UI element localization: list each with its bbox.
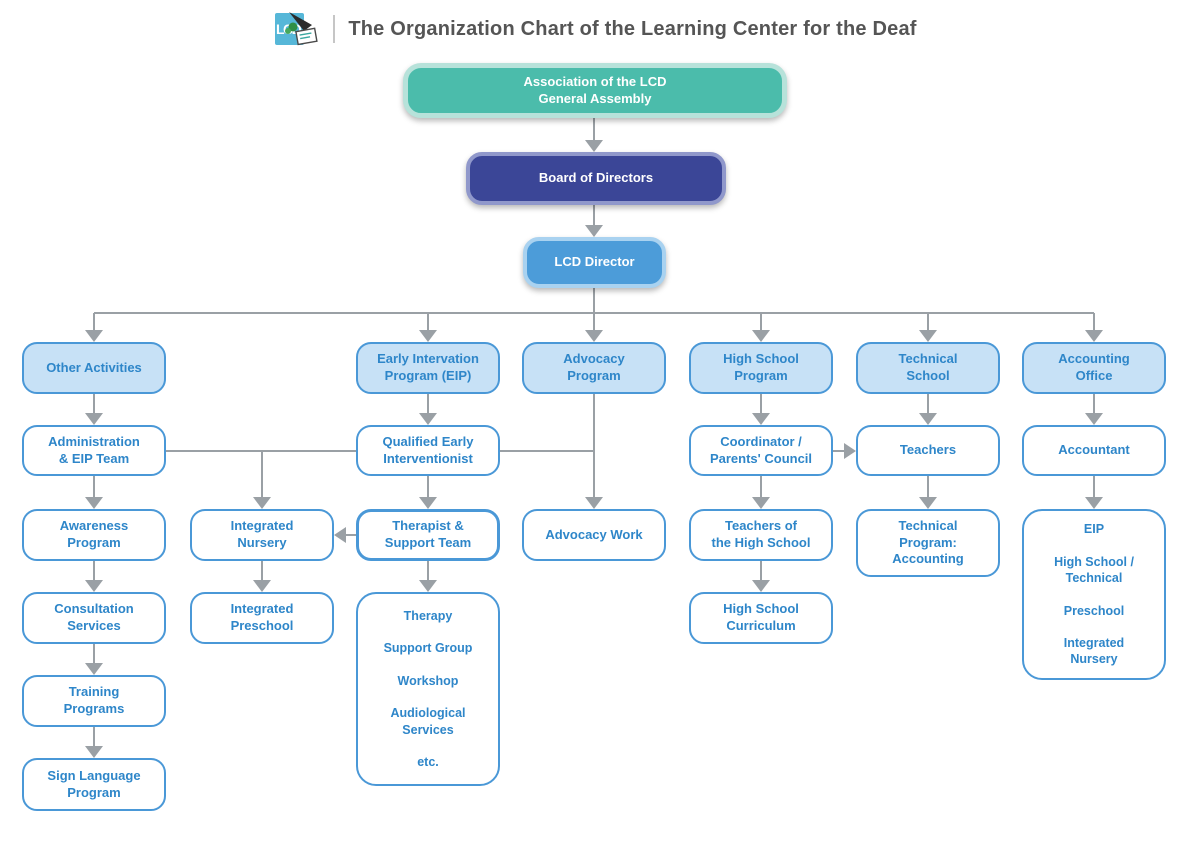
arrow-down-icon (85, 497, 103, 509)
arrow-down-icon (752, 413, 770, 425)
connector-line (261, 451, 263, 499)
node-lcd-director: LCD Director (523, 237, 666, 288)
arrow-down-icon (752, 580, 770, 592)
arrow-down-icon (752, 330, 770, 342)
node-advocacy-program: Advocacy Program (522, 342, 666, 394)
node-early-intervention-program: Early Intervation Program (EIP) (356, 342, 500, 394)
arrow-left-icon (334, 527, 346, 543)
node-technical-program-accounting: Technical Program: Accounting (856, 509, 1000, 577)
node-accounting-list: EIP High School / Technical Preschool In… (1022, 509, 1166, 680)
connector-line (760, 313, 762, 332)
node-accounting-office: Accounting Office (1022, 342, 1166, 394)
node-sign-language-program: Sign Language Program (22, 758, 166, 811)
connector-line (93, 644, 95, 665)
arrow-down-icon (585, 330, 603, 342)
connector-line (93, 394, 95, 415)
arrow-down-icon (85, 580, 103, 592)
arrow-down-icon (419, 497, 437, 509)
connector-line (1093, 313, 1095, 332)
node-teachers: Teachers (856, 425, 1000, 476)
node-accountant: Accountant (1022, 425, 1166, 476)
node-advocacy-work: Advocacy Work (522, 509, 666, 561)
connector-line (427, 476, 429, 499)
connector-line (927, 476, 929, 499)
arrow-down-icon (919, 413, 937, 425)
arrow-down-icon (253, 497, 271, 509)
connector-line (427, 394, 429, 415)
node-association-general-assembly: Association of the LCD General Assembly (403, 63, 787, 118)
node-board-of-directors: Board of Directors (466, 152, 726, 205)
connector-line (927, 313, 929, 332)
connector-line (1093, 476, 1095, 499)
arrow-down-icon (1085, 413, 1103, 425)
connector-line (760, 394, 762, 415)
arrow-down-icon (85, 663, 103, 675)
arrow-down-icon (419, 413, 437, 425)
node-other-activities: Other Activities (22, 342, 166, 394)
node-integrated-nursery: Integrated Nursery (190, 509, 334, 561)
node-training-programs: Training Programs (22, 675, 166, 727)
connector-line (261, 561, 263, 582)
connector-line (833, 450, 845, 452)
node-therapy-services-list: Therapy Support Group Workshop Audiologi… (356, 592, 500, 786)
connector-line (94, 312, 1094, 314)
arrow-down-icon (85, 330, 103, 342)
connector-line (593, 394, 595, 499)
node-qualified-early-interventionist: Qualified Early Interventionist (356, 425, 500, 476)
node-technical-school: Technical School (856, 342, 1000, 394)
lcd-logo-icon: LCD (275, 12, 319, 46)
arrow-down-icon (419, 580, 437, 592)
page-title: The Organization Chart of the Learning C… (348, 17, 917, 40)
connector-line (93, 476, 95, 499)
connector-line (93, 313, 95, 332)
connector-line (346, 534, 357, 536)
arrow-down-icon (919, 330, 937, 342)
node-teachers-of-high-school: Teachers of the High School (689, 509, 833, 561)
arrow-down-icon (419, 330, 437, 342)
arrow-down-icon (919, 497, 937, 509)
connector-line (593, 118, 595, 142)
connector-line (427, 561, 429, 582)
connector-line (593, 288, 595, 313)
arrow-down-icon (585, 140, 603, 152)
node-therapist-support-team: Therapist & Support Team (356, 509, 500, 561)
arrow-down-icon (1085, 330, 1103, 342)
arrow-down-icon (585, 225, 603, 237)
connector-line (427, 313, 429, 332)
connector-line (760, 476, 762, 499)
arrow-right-icon (844, 443, 856, 459)
header-divider (333, 15, 336, 43)
connector-line (1093, 394, 1095, 415)
arrow-down-icon (1085, 497, 1103, 509)
connector-line (593, 313, 595, 332)
arrow-down-icon (253, 580, 271, 592)
connector-line (927, 394, 929, 415)
node-integrated-preschool: Integrated Preschool (190, 592, 334, 644)
header: LCD The Organization Chart of the Learni… (0, 6, 1191, 52)
arrow-down-icon (85, 746, 103, 758)
connector-line (93, 727, 95, 748)
arrow-down-icon (752, 497, 770, 509)
node-high-school-curriculum: High School Curriculum (689, 592, 833, 644)
node-administration-eip-team: Administration & EIP Team (22, 425, 166, 476)
node-consultation-services: Consultation Services (22, 592, 166, 644)
connector-line (593, 205, 595, 227)
arrow-down-icon (585, 497, 603, 509)
node-high-school-program: High School Program (689, 342, 833, 394)
connector-line (93, 561, 95, 582)
node-coordinator-parents-council: Coordinator / Parents' Council (689, 425, 833, 476)
arrow-down-icon (85, 413, 103, 425)
node-awareness-program: Awareness Program (22, 509, 166, 561)
connector-line (760, 561, 762, 582)
